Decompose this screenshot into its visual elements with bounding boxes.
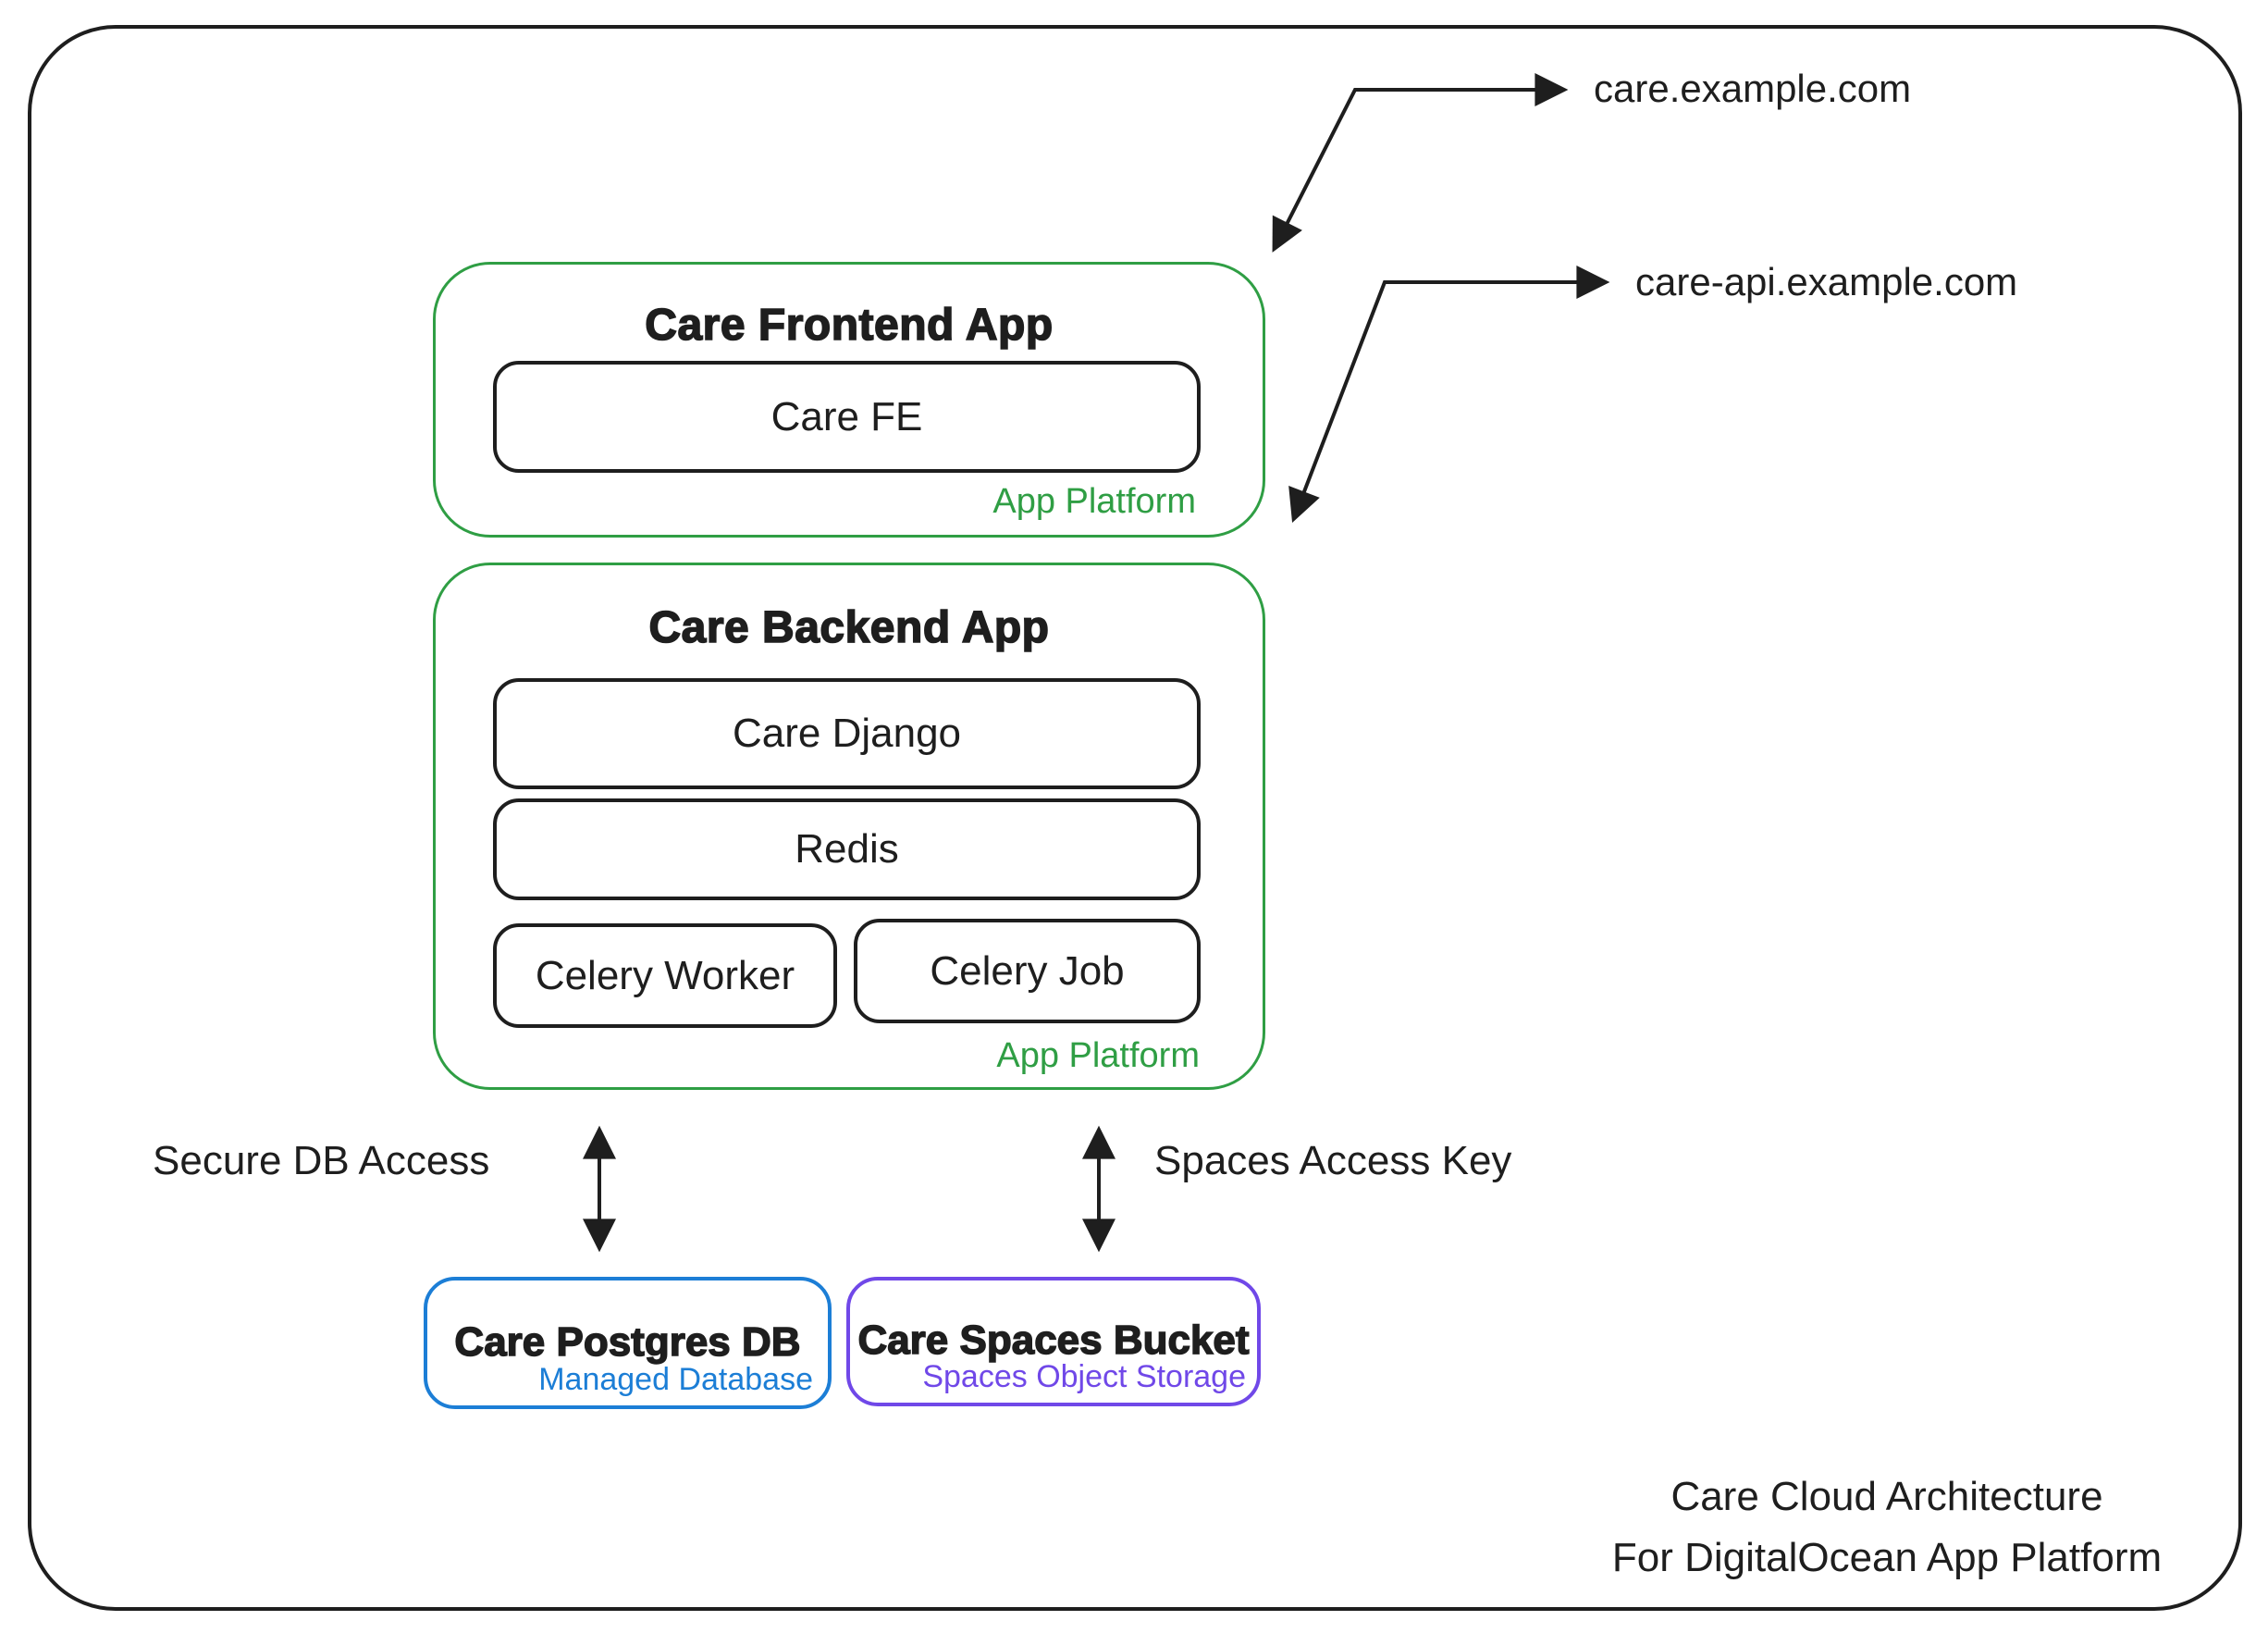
secure-db-access-label: Secure DB Access — [153, 1138, 490, 1183]
spaces-access-key-label: Spaces Access Key — [1154, 1138, 1512, 1183]
celery-worker-box: Celery Worker — [493, 923, 837, 1028]
diagram-caption: Care Cloud Architecture For DigitalOcean… — [1517, 1466, 2257, 1589]
postgres-db-subtitle: Managed Database — [538, 1362, 813, 1397]
caption-line-1: Care Cloud Architecture — [1670, 1474, 2103, 1519]
spaces-bucket-box: Care Spaces Bucket Spaces Object Storage — [846, 1277, 1261, 1406]
backend-platform-label: App Platform — [996, 1036, 1200, 1075]
care-fe-label: Care FE — [770, 393, 923, 439]
spaces-bucket-title: Care Spaces Bucket — [857, 1317, 1251, 1364]
backend-app-box: Care Backend App Care Django Redis Celer… — [433, 563, 1265, 1090]
celery-job-label: Celery Job — [930, 947, 1125, 994]
redis-box: Redis — [493, 798, 1201, 900]
care-django-box: Care Django — [493, 678, 1201, 789]
celery-worker-label: Celery Worker — [535, 952, 795, 998]
diagram-outer-frame — [28, 25, 2242, 1611]
frontend-app-title: Care Frontend App — [644, 300, 1054, 351]
care-fe-box: Care FE — [493, 361, 1201, 473]
care-django-label: Care Django — [732, 711, 962, 756]
caption-line-2: For DigitalOcean App Platform — [1611, 1535, 2163, 1580]
celery-job-box: Celery Job — [854, 919, 1201, 1023]
frontend-app-box: Care Frontend App Care FE App Platform — [433, 262, 1265, 538]
postgres-db-title: Care Postgres DB — [454, 1318, 802, 1366]
redis-label: Redis — [795, 826, 899, 872]
spaces-bucket-subtitle: Spaces Object Storage — [922, 1359, 1246, 1394]
postgres-db-box: Care Postgres DB Managed Database — [424, 1277, 832, 1409]
backend-app-title: Care Backend App — [648, 602, 1050, 653]
backend-domain-text: care-api.example.com — [1635, 260, 2018, 303]
frontend-platform-label: App Platform — [992, 482, 1196, 521]
frontend-domain-text: care.example.com — [1594, 67, 1912, 110]
